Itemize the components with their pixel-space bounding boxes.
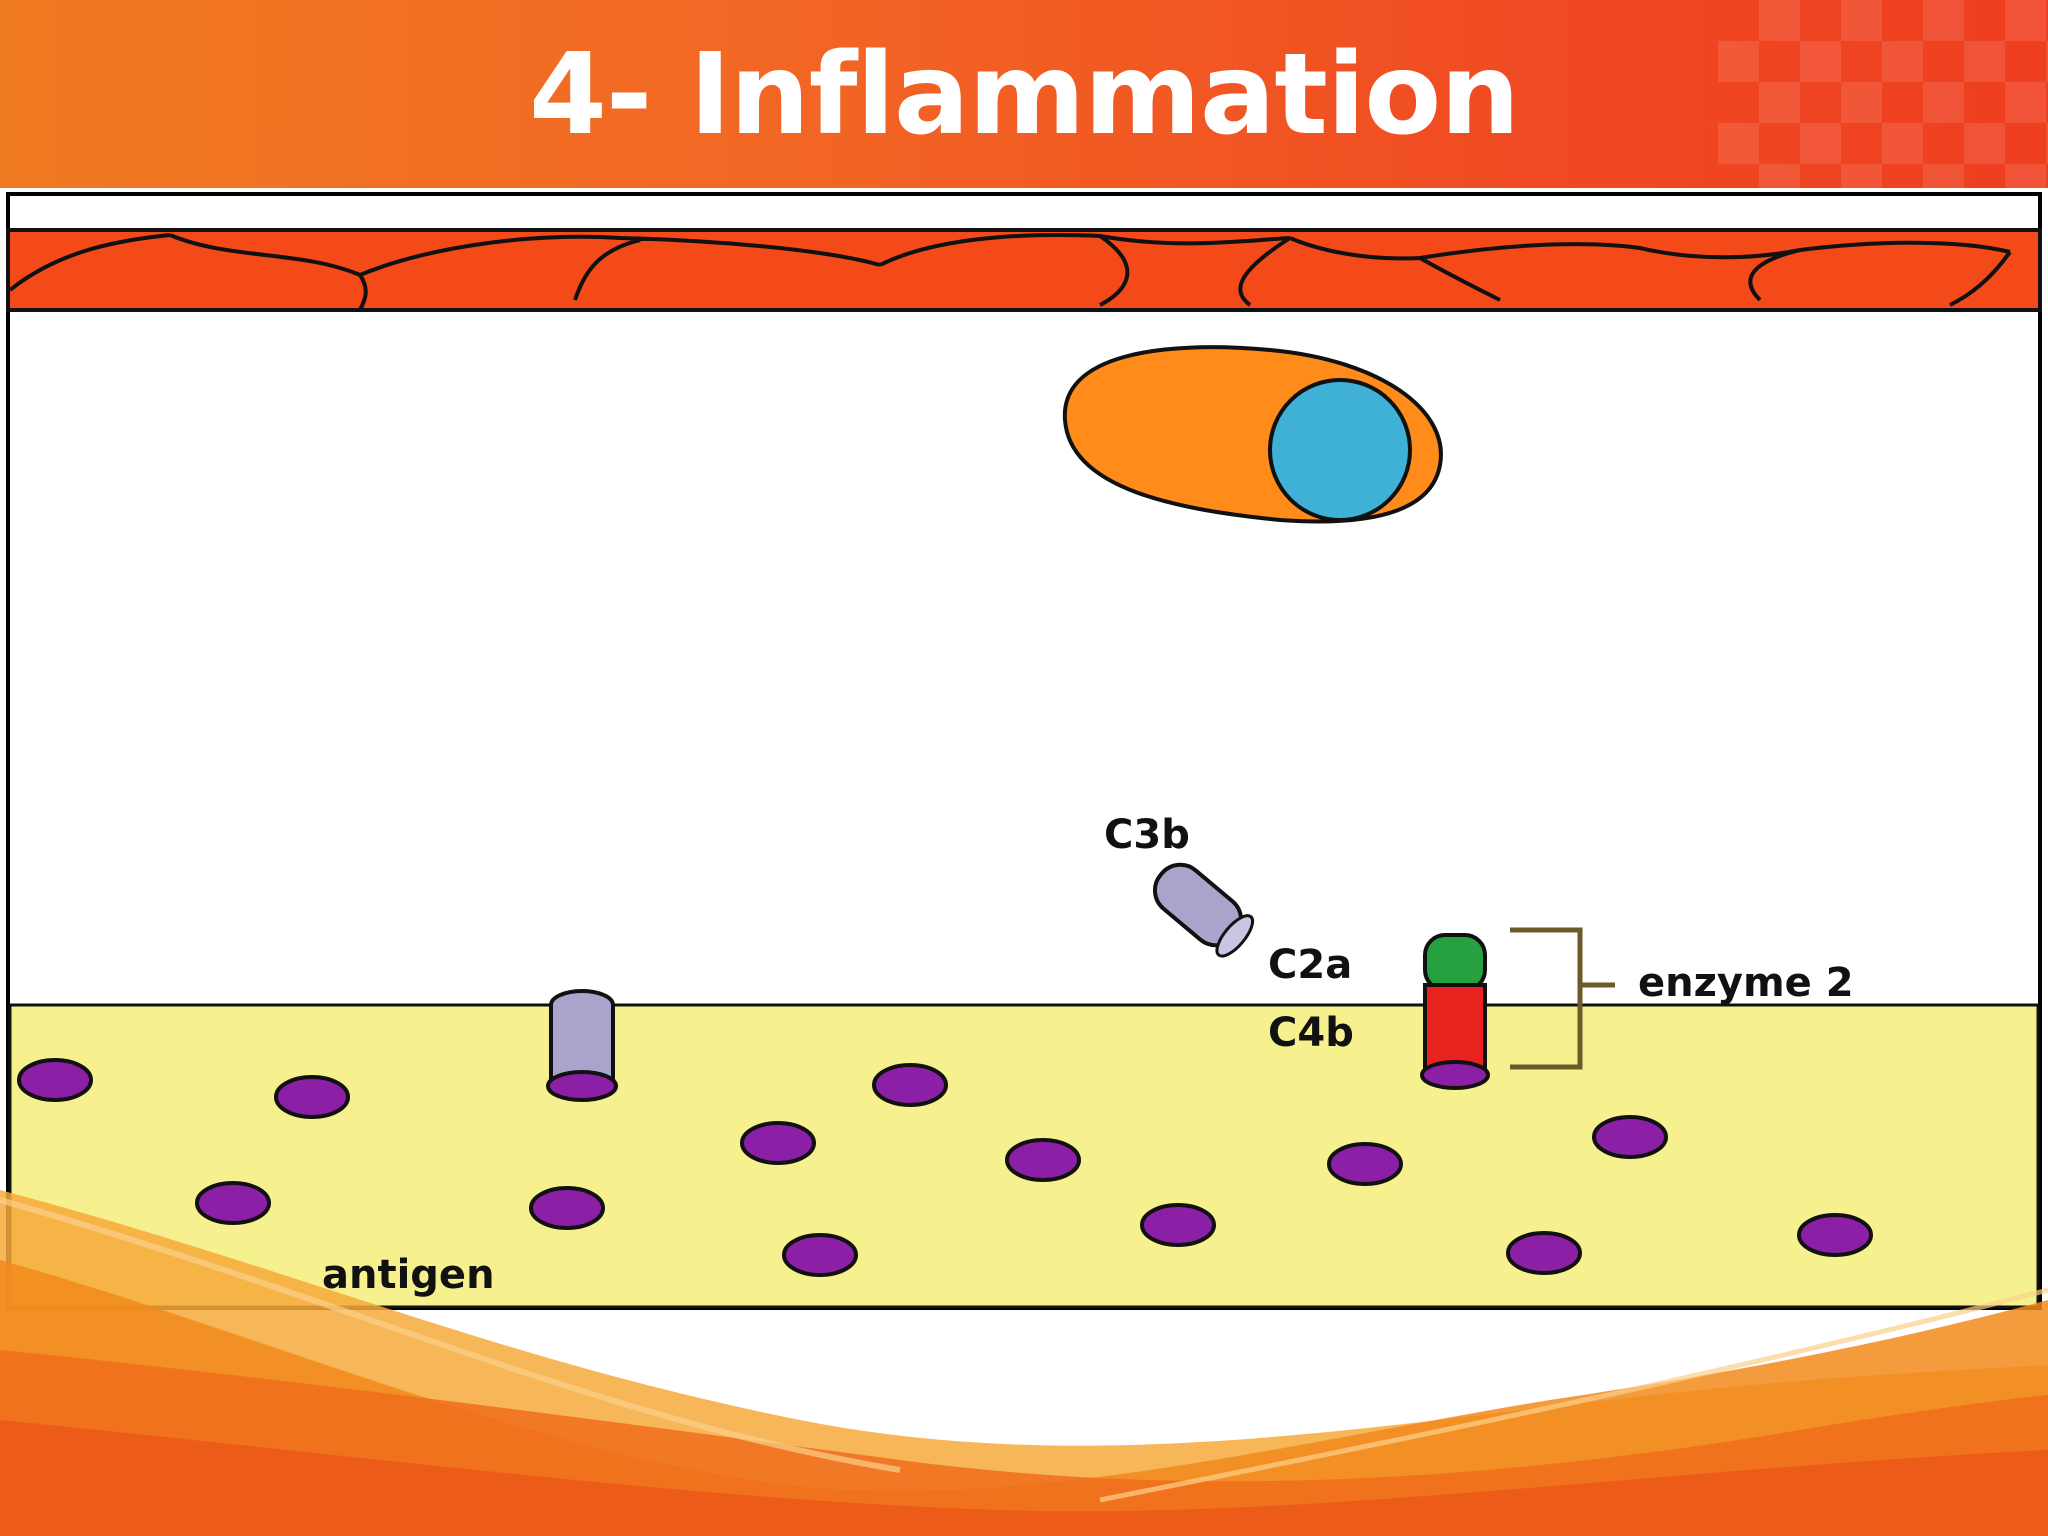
label-c4b: C4b: [1268, 1010, 1354, 1056]
label-antigen: antigen: [322, 1252, 495, 1298]
antigen-dot: [740, 1121, 816, 1165]
antigen-dot: [274, 1075, 350, 1119]
free-c3b: [1152, 862, 1255, 958]
antigen-dot: [1506, 1231, 1582, 1275]
complement-diagram: C3b C2a C4b enzyme 2 antigen: [6, 192, 2042, 1310]
title-bar: 4- Inflammation: [0, 0, 2048, 188]
c2a-subunit: [1423, 933, 1487, 992]
decorative-pattern: [1718, 0, 2048, 188]
antigen-dot: [1005, 1138, 1081, 1182]
antigen-dot: [529, 1186, 605, 1230]
leukocyte-cell: [1062, 345, 1443, 524]
label-c3b: C3b: [1104, 812, 1190, 858]
antigen-dot: [1140, 1203, 1216, 1247]
antigen-dot: [1327, 1142, 1403, 1186]
label-enzyme: enzyme 2: [1638, 960, 1854, 1006]
enzyme-complex: [1420, 933, 1490, 1090]
enzyme-bracket: [1510, 927, 1615, 1070]
antigen-dot: [1592, 1115, 1668, 1159]
antigen-dot: [1797, 1213, 1873, 1257]
antigen-dot: [872, 1063, 948, 1107]
label-c2a: C2a: [1268, 942, 1352, 988]
vessel-wall: [6, 228, 2042, 312]
cell-nucleus: [1268, 378, 1412, 522]
bound-c3b: [546, 989, 618, 1102]
antigen-dot: [782, 1233, 858, 1277]
antigen-dot: [17, 1058, 93, 1102]
decorative-waves: [0, 1190, 2048, 1536]
slide-title: 4- Inflammation: [528, 30, 1520, 160]
antigen-dot: [195, 1181, 271, 1225]
antigen-dots: [17, 1058, 1873, 1277]
